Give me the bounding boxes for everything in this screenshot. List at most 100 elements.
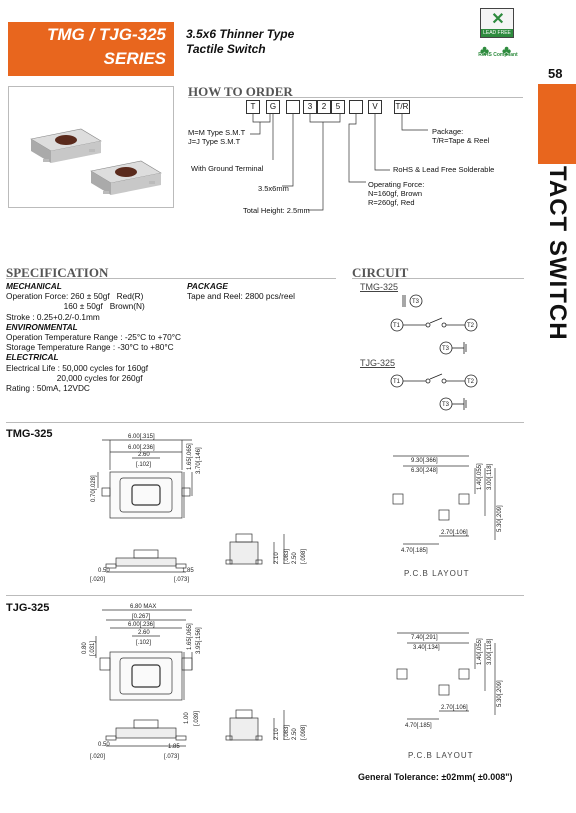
pcb-layout-label: P.C.B LAYOUT — [408, 751, 474, 760]
dim-label: 6.00[.315] — [128, 434, 155, 440]
dim-label: [.083] — [284, 549, 290, 564]
dim-label: 2.60 — [138, 452, 150, 458]
tmg-mechanical-drawing: 6.00[.315] 6.00[.236] 2.60 [.102] 1.65[.… — [90, 434, 307, 583]
dim-label: 1.40[.055] — [477, 463, 483, 490]
dim-label: 0.80 — [82, 642, 88, 654]
tjg-circuit — [390, 373, 478, 411]
spec-line: 20,000 cycles for 260gf — [6, 372, 143, 383]
divider — [6, 595, 524, 596]
divider — [352, 278, 524, 279]
order-label-size: 3.5x6mm — [258, 184, 289, 193]
spec-line: Storage Temperature Range : -30°C to +80… — [6, 342, 174, 353]
spec-package: PACKAGE Tape and Reel: 2800 pcs/reel — [187, 281, 337, 301]
code-box: G — [266, 100, 280, 114]
product-photo — [8, 86, 174, 208]
dim-label: 4.70[.185] — [401, 548, 428, 554]
order-label-force: Operating Force: N=160gf, Brown R=260gf,… — [368, 180, 425, 207]
dim-label: 6.80 MAX — [130, 604, 156, 610]
dim-label: 2.70[.106] — [441, 705, 468, 711]
dim-label: 2.10 — [274, 728, 280, 740]
dim-label: 3.40[.134] — [413, 645, 440, 651]
terminal-t3-label: T3 — [412, 299, 420, 305]
spec-package-title: PACKAGE — [187, 281, 228, 291]
dim-label: 0.70[.028] — [91, 475, 97, 502]
switch-photo-2 — [90, 160, 162, 195]
dim-label: [.083] — [284, 725, 290, 740]
code-box: 2 — [317, 100, 331, 114]
product-subtitle: 3.5x6 Thinner Type Tactile Switch — [186, 27, 294, 57]
leaf-icon: ♣ — [480, 42, 490, 58]
dim-label: 9.30[.366] — [411, 458, 438, 464]
circuit-diagram: T3 T1 T2 T3 T1 T2 T3 — [390, 294, 478, 411]
dim-label: 0.50 — [98, 568, 110, 574]
dim-label: 2.50 — [292, 728, 298, 740]
spec-mechanical: MECHANICAL Operation Force: 260 ± 50gf R… — [6, 281, 186, 393]
divider — [6, 278, 336, 279]
dim-label: 2.50 — [292, 552, 298, 564]
subtitle-line-2: Tactile Switch — [186, 42, 266, 56]
dim-label: 5.30[.209] — [497, 680, 503, 707]
dim-label: 4.70[.185] — [405, 723, 432, 729]
dim-label: 6.30[.248] — [411, 468, 438, 474]
dim-label: 2.60 — [138, 630, 150, 636]
lead-free-x-icon: ✕ — [491, 11, 505, 28]
tmg-circuit — [390, 294, 478, 355]
dim-label: [0.267] — [132, 614, 151, 620]
dim-label: 6.00[.236] — [128, 445, 155, 451]
dim-label: 1.65[.065] — [187, 623, 193, 650]
tjg-pcb-layout: 7.40[.291] 3.40[.134] 1.40[.055] 3.00[.1… — [396, 632, 503, 729]
code-box — [286, 100, 300, 114]
series-banner: TMG / TJG-325 SERIES — [8, 22, 174, 76]
code-box: 5 — [331, 100, 345, 114]
page-number: 58 — [548, 66, 563, 81]
side-title: TACT SWITCH — [538, 166, 576, 366]
terminal-t3-label: T3 — [442, 346, 450, 352]
order-label-height: Total Height: 2.5mm — [243, 206, 310, 215]
order-label-ground: With Ground Terminal — [191, 164, 264, 173]
dim-label: 2.70[.106] — [441, 530, 468, 536]
order-label-package: Package: T/R=Tape & Reel — [432, 127, 490, 145]
spec-mechanical-title: MECHANICAL — [6, 281, 62, 291]
dim-label: 0.50 — [98, 742, 110, 748]
spec-line: Operation Temperature Range : -25°C to +… — [6, 332, 182, 343]
spec-line: Electrical Life : 50,000 cycles for 160g… — [6, 362, 149, 373]
dim-label: 1.85 — [182, 568, 194, 574]
dim-label: 3.00[.118] — [487, 463, 493, 490]
spec-line: Tape and Reel: 2800 pcs/reel — [187, 291, 295, 302]
terminal-t1-label: T1 — [393, 379, 401, 385]
switch-photo-1 — [30, 128, 102, 163]
dim-label: 1.40[.055] — [477, 638, 483, 665]
pcb-layout-label: P.C.B LAYOUT — [404, 569, 470, 578]
dim-label: [.102] — [136, 462, 151, 468]
how-to-order-heading: HOW TO ORDER — [188, 84, 293, 99]
side-title-text: TACT SWITCH — [544, 166, 571, 341]
rohs-logo: ♣ ♣ RoHS Compliant — [478, 42, 518, 66]
tjg-mechanical-drawing: 6.80 MAX [0.267] 6.00[.236] 2.60 [.102] … — [82, 604, 307, 760]
dim-label: [.098] — [301, 549, 307, 564]
code-box: 3 — [303, 100, 317, 114]
leaf-icon: ♣ — [502, 42, 512, 58]
code-box: T — [246, 100, 260, 114]
circuit-tjg-label: TJG-325 — [360, 358, 396, 368]
dim-label: [.031] — [90, 641, 96, 656]
dim-label: 2.10 — [274, 552, 280, 564]
dim-label: [.039] — [194, 711, 200, 726]
dim-label: [.020] — [90, 577, 105, 583]
dim-label: [.098] — [301, 725, 307, 740]
dim-label: 1.00 — [184, 712, 190, 724]
terminal-t2-label: T2 — [467, 379, 475, 385]
order-leader-lines — [250, 114, 428, 211]
spec-line: 160 ± 50gf Brown(N) — [6, 301, 145, 312]
series-subtitle: SERIES — [103, 49, 166, 68]
dim-label: 3.95[.156] — [196, 627, 202, 654]
side-accent-bar — [538, 84, 576, 164]
order-label-type: M=M Type S.M.T J=J Type S.M.T — [188, 128, 246, 146]
circuit-heading: CIRCUIT — [352, 265, 409, 280]
lead-free-caption: LEAD FREE — [481, 29, 513, 37]
dim-label: 5.30[.209] — [497, 505, 503, 532]
terminal-t3-label: T3 — [442, 402, 450, 408]
specification-heading: SPECIFICATION — [6, 265, 109, 280]
dim-label: 7.40[.291] — [411, 635, 438, 641]
terminal-t1-label: T1 — [393, 323, 401, 329]
divider — [188, 97, 523, 98]
